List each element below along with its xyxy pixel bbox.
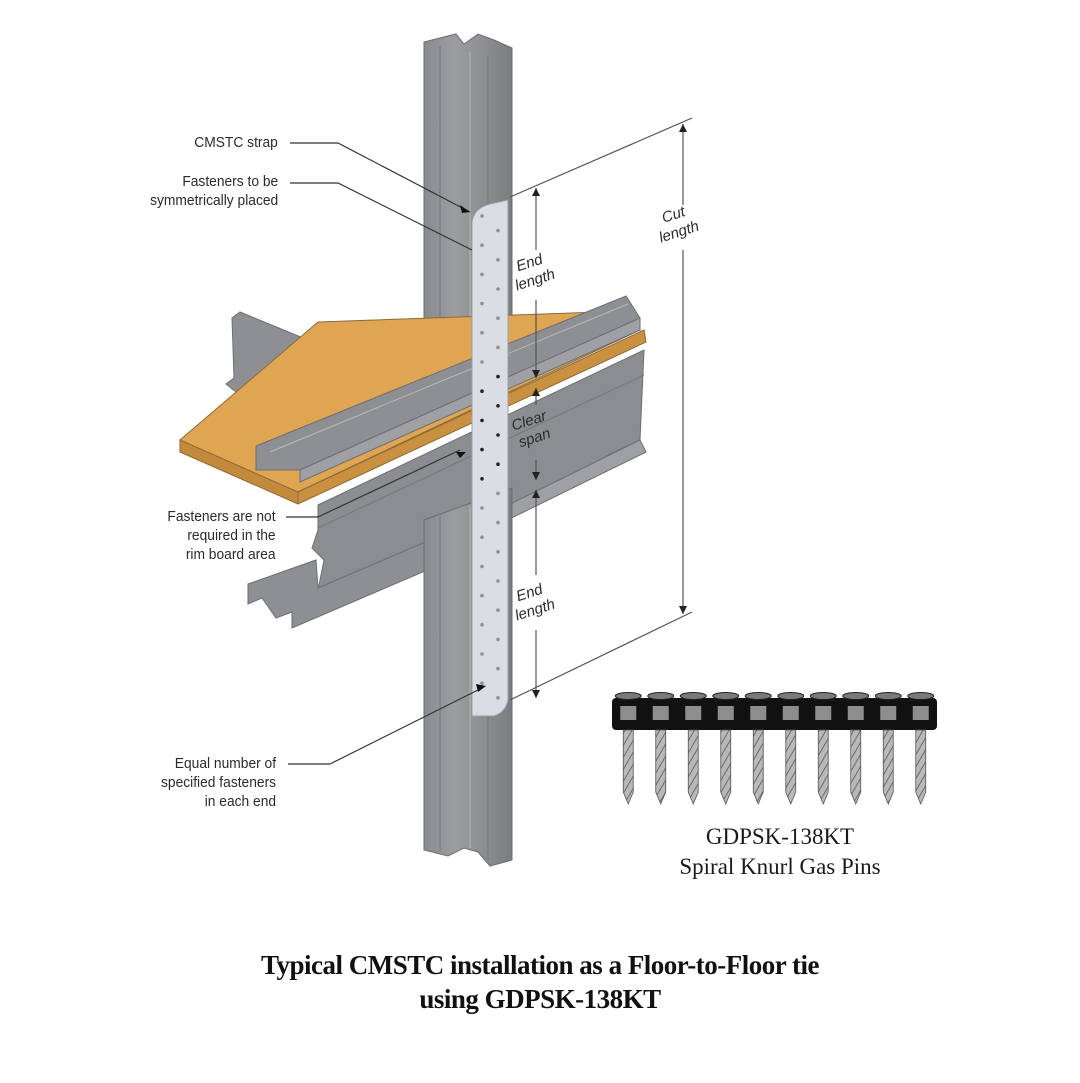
strap-hole (480, 272, 484, 277)
rim-track-lower (247, 527, 461, 629)
gas-pin (647, 692, 675, 806)
strap-hole (496, 696, 500, 700)
strap-hole (480, 593, 484, 598)
callout-equal-fasteners: Equal number of specified fasteners in e… (161, 754, 276, 811)
strap-fastener-holes (480, 214, 500, 700)
strap-hole (496, 258, 500, 262)
strap-hole (496, 404, 500, 408)
callout-text: specified fasteners (160, 774, 276, 791)
dimension-arrowheads (532, 124, 687, 698)
gas-pin (679, 692, 707, 806)
strap-hole (496, 608, 500, 612)
strap-hole (480, 623, 484, 627)
callout-text: Fasteners are not (167, 508, 276, 525)
callout-text: Fasteners to be (182, 173, 278, 190)
rim-track-upper (255, 295, 641, 483)
gas-pin (777, 692, 805, 806)
strap-hole (480, 360, 484, 364)
cmstc-strap (471, 199, 509, 717)
strap-hole (480, 477, 484, 481)
figure-caption: Typical CMSTC installation as a Floor-to… (0, 948, 1080, 1016)
dimension-lines (509, 117, 693, 701)
strap-hole (480, 506, 484, 510)
callout-text: CMSTC strap (194, 134, 278, 151)
strap-hole (496, 579, 500, 583)
strap-hole (496, 520, 500, 525)
strap-hole (496, 345, 500, 350)
figure-caption-line-2: using GDPSK-138KT (419, 984, 661, 1014)
strap-hole (480, 418, 484, 423)
gas-pin (842, 692, 870, 806)
gas-pin (809, 692, 837, 806)
gas-pin (907, 692, 935, 806)
strap-hole (480, 331, 484, 335)
strap-hole (496, 550, 500, 554)
gas-pin (712, 692, 740, 806)
callout-symmetric-fasteners: Fasteners to be symmetrically placed (150, 172, 278, 210)
strap-hole (496, 228, 500, 233)
strap-hole (496, 462, 500, 467)
pin-product-code: GDPSK-138KT (705, 824, 855, 849)
strap-hole (496, 316, 500, 321)
strap-hole (496, 637, 500, 642)
strap-hole (496, 433, 500, 437)
strap-hole (480, 389, 484, 394)
strap-hole (480, 564, 484, 569)
callout-cmstc-strap: CMSTC strap (194, 133, 278, 152)
strap-hole (496, 491, 500, 496)
pin-product-caption: GDPSK-138KT Spiral Knurl Gas Pins (600, 822, 960, 882)
callout-text: in each end (204, 793, 276, 810)
strap-hole (480, 681, 484, 685)
strap-hole (480, 535, 484, 539)
strap-hole (480, 214, 484, 218)
callout-text: symmetrically placed (149, 192, 278, 209)
callout-rim-board: Fasteners are not required in the rim bo… (168, 507, 276, 564)
pin-product-name: Spiral Knurl Gas Pins (679, 854, 881, 879)
figure-caption-line-1: Typical CMSTC installation as a Floor-to… (261, 950, 819, 980)
leader-arrowheads (456, 205, 486, 692)
gas-pin (874, 692, 902, 806)
gas-pin-strip (612, 692, 937, 806)
strap-hole (480, 243, 484, 247)
strap-hole (496, 666, 500, 671)
strap-hole (480, 301, 484, 306)
strap-hole (496, 374, 500, 379)
gas-pin (614, 692, 642, 806)
gas-pin (744, 692, 772, 806)
callout-text: required in the (187, 527, 276, 544)
strap-hole (480, 447, 484, 452)
strap-hole (496, 287, 500, 291)
callout-text: Equal number of (174, 755, 276, 772)
callout-text: rim board area (186, 546, 276, 563)
callout-leaders (286, 142, 483, 765)
strap-hole (480, 652, 484, 656)
